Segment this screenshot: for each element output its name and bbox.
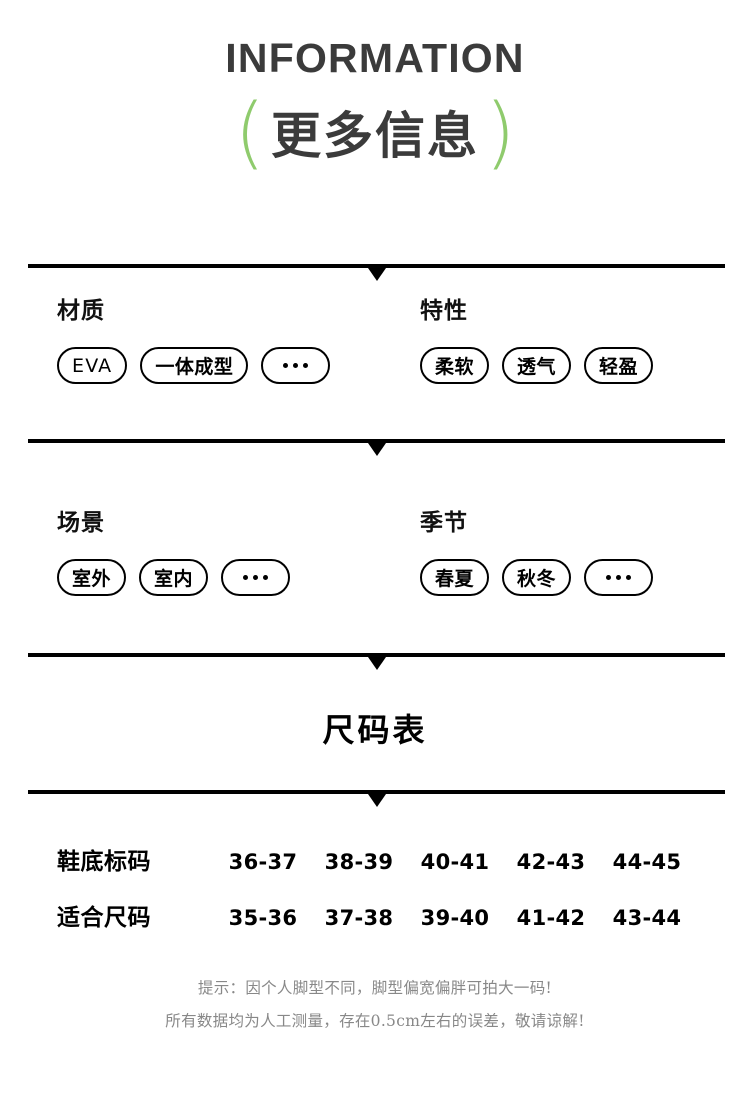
size-chart-title: 尺码表 xyxy=(322,711,428,749)
divider-rule-4 xyxy=(28,790,725,807)
chip-material-more[interactable] xyxy=(261,347,331,384)
chip-scene-indoor[interactable]: 室内 xyxy=(139,559,209,596)
spec-title-material: 材质 xyxy=(57,298,105,324)
chip-list-season: 春夏 秋冬 xyxy=(420,559,654,596)
spec-group-scene: 场景 室外 室内 xyxy=(57,510,291,596)
divider-rule-1 xyxy=(28,264,725,281)
triangle-down-icon xyxy=(367,443,386,456)
table-row: 鞋底标码 36-37 38-39 40-41 42-43 44-45 xyxy=(0,842,750,898)
chip-feature-lightweight[interactable]: 轻盈 xyxy=(584,347,654,384)
chip-scene-outdoor[interactable]: 室外 xyxy=(57,559,127,596)
table-row: 适合尺码 35-36 37-38 39-40 41-42 43-44 xyxy=(0,898,750,954)
spec-title-scene: 场景 xyxy=(57,510,105,536)
row-label-fit-size: 适合尺码 xyxy=(57,905,151,931)
triangle-down-icon xyxy=(367,657,386,670)
paren-left-decoration: ( xyxy=(234,88,265,178)
cell-fit-size-4: 41-42 xyxy=(516,906,586,930)
cell-sole-size-2: 38-39 xyxy=(324,850,394,874)
spec-group-season: 季节 春夏 秋冬 xyxy=(420,510,654,596)
size-chart-table: 鞋底标码 36-37 38-39 40-41 42-43 44-45 适合尺码 … xyxy=(0,842,750,954)
page-title-en: INFORMATION xyxy=(225,35,525,81)
note-line-measurement: 所有数据均为人工测量，存在0.5cm左右的误差，敬请谅解! xyxy=(165,1012,585,1031)
page-title-cn: 更多信息 xyxy=(271,107,479,165)
size-chart-notes: 提示：因个人脚型不同，脚型偏宽偏胖可拍大一码! 所有数据均为人工测量，存在0.5… xyxy=(0,972,750,1039)
spec-title-season: 季节 xyxy=(420,510,468,536)
row-label-sole-size: 鞋底标码 xyxy=(57,849,151,875)
chip-season-autumn-winter[interactable]: 秋冬 xyxy=(502,559,572,596)
chip-list-material: EVA 一体成型 xyxy=(57,347,331,384)
cell-sole-size-4: 42-43 xyxy=(516,850,586,874)
spec-group-material: 材质 EVA 一体成型 xyxy=(57,298,331,384)
chip-season-spring-summer[interactable]: 春夏 xyxy=(420,559,490,596)
spec-title-feature: 特性 xyxy=(420,298,468,324)
triangle-down-icon xyxy=(367,794,386,807)
page-title-cn-group: ( 更多信息 ) xyxy=(0,88,750,178)
cell-sole-size-1: 36-37 xyxy=(228,850,298,874)
cell-fit-size-3: 39-40 xyxy=(420,906,490,930)
note-line-tip: 提示：因个人脚型不同，脚型偏宽偏胖可拍大一码! xyxy=(197,979,553,997)
chip-feature-soft[interactable]: 柔软 xyxy=(420,347,490,384)
chip-feature-breathable[interactable]: 透气 xyxy=(502,347,572,384)
ellipsis-icon xyxy=(243,575,269,580)
cell-fit-size-1: 35-36 xyxy=(228,906,298,930)
cell-sole-size-5: 44-45 xyxy=(612,850,682,874)
chip-list-scene: 室外 室内 xyxy=(57,559,291,596)
ellipsis-icon xyxy=(283,363,309,368)
cell-sole-size-3: 40-41 xyxy=(420,850,490,874)
ellipsis-icon xyxy=(606,575,632,580)
chip-scene-more[interactable] xyxy=(221,559,291,596)
chip-material-integrated[interactable]: 一体成型 xyxy=(140,347,249,384)
chip-season-more[interactable] xyxy=(584,559,654,596)
cell-fit-size-5: 43-44 xyxy=(612,906,682,930)
page-header: INFORMATION ( 更多信息 ) xyxy=(0,0,750,175)
chip-list-feature: 柔软 透气 轻盈 xyxy=(420,347,654,384)
spec-group-feature: 特性 柔软 透气 轻盈 xyxy=(420,298,654,384)
divider-rule-3 xyxy=(28,653,725,670)
cell-fit-size-2: 37-38 xyxy=(324,906,394,930)
divider-rule-2 xyxy=(28,439,725,456)
chip-material-eva[interactable]: EVA xyxy=(57,347,128,384)
triangle-down-icon xyxy=(367,268,386,281)
paren-right-decoration: ) xyxy=(485,88,516,178)
